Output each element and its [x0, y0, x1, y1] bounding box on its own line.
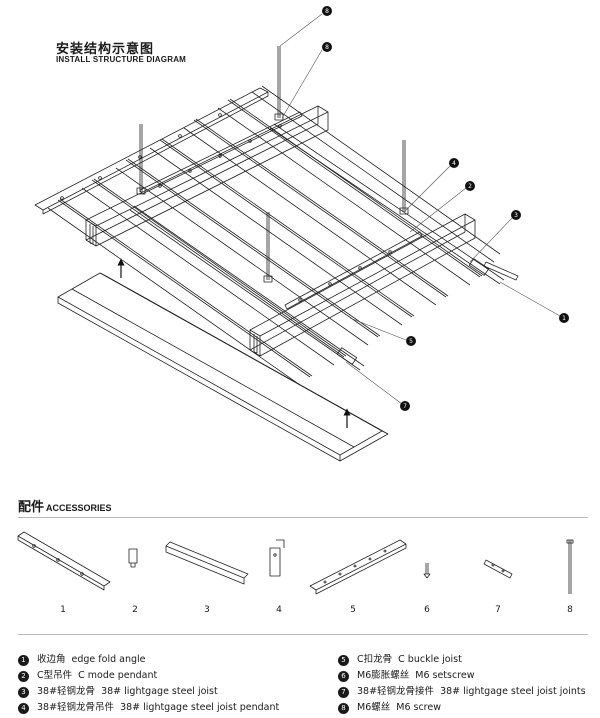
main-joist-back	[85, 105, 329, 247]
svg-text:1: 1	[562, 315, 566, 322]
leader-lines	[279, 13, 561, 405]
svg-text:5: 5	[409, 338, 413, 345]
accessory-number-1: 1	[60, 605, 66, 615]
accessory-number-3: 3	[204, 605, 210, 615]
hanging-rods	[136, 46, 409, 283]
accessory-7-joist-joint	[483, 559, 513, 579]
accessory-4-joist-pendant	[269, 539, 285, 577]
accessory-number-5: 5	[350, 605, 356, 615]
edge-fold-angle-top	[34, 87, 269, 215]
accessory-6-setscrew	[423, 563, 431, 579]
callout-4: 4	[449, 158, 459, 168]
accessory-5-c-buckle-joist	[309, 539, 407, 595]
accessory-number-6: 6	[424, 605, 430, 615]
accessory-8-screw	[566, 539, 574, 594]
ceiling-panel	[57, 272, 389, 462]
edge-fold-angle-right	[483, 261, 519, 281]
joist-joints	[336, 258, 490, 365]
callout-7: 7	[400, 401, 410, 411]
diagram-title-cn: 安装结构示意图	[56, 42, 155, 57]
accessory-number-8: 8	[567, 605, 573, 615]
accessory-2-c-pendant	[128, 548, 138, 568]
accessory-3-steel-joist	[165, 541, 249, 585]
ceiling-slats	[47, 85, 501, 386]
svg-text:3: 3	[514, 212, 518, 219]
svg-text:2: 2	[468, 183, 472, 190]
legend-divider	[18, 634, 588, 635]
cross-steel-joists	[129, 123, 505, 371]
main-joist-middle	[249, 213, 476, 357]
accessory-1-edge-fold-angle	[17, 531, 111, 591]
svg-text:8: 8	[325, 8, 329, 15]
svg-text:7: 7	[403, 403, 407, 410]
callout-1: 1	[559, 313, 569, 323]
accessories-heading-cn: 配件	[18, 500, 45, 515]
accessories-divider	[18, 517, 588, 518]
accessory-number-2: 2	[132, 605, 138, 615]
accessories-heading-en: ACCESSORIES	[46, 503, 112, 513]
svg-text:4: 4	[452, 160, 456, 167]
callout-3: 3	[511, 210, 521, 220]
callout-2: 2	[465, 181, 475, 191]
accessories-drawings	[17, 531, 574, 595]
accessory-number-7: 7	[495, 605, 501, 615]
callout-8-top: 8	[322, 6, 332, 16]
svg-text:8: 8	[325, 44, 329, 51]
callout-5: 5	[406, 336, 416, 346]
diagram-title-en: INSTALL STRUCTURE DIAGRAM	[56, 55, 187, 64]
install-structure-diagram: 8 8 4 2 3 1 5 7	[34, 6, 569, 462]
callout-8: 8	[322, 42, 332, 52]
accessory-number-4: 4	[276, 605, 282, 615]
